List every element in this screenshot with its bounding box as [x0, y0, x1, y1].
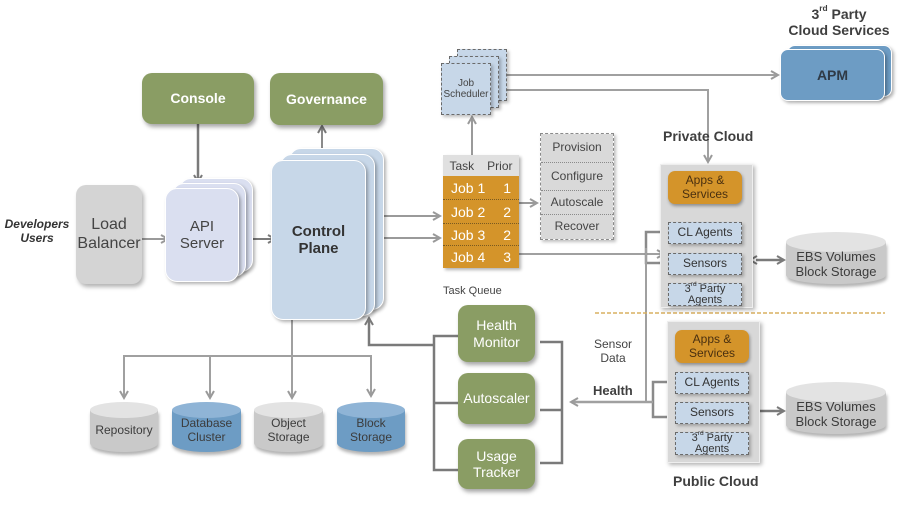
private-ebs-volumes[interactable]: EBS Volumes Block Storage [786, 232, 886, 284]
bracket-monitors-left [432, 334, 458, 472]
task-queue-row[interactable]: Job 4 3 [443, 246, 519, 268]
usage-tracker-node[interactable]: Usage Tracker [458, 439, 535, 489]
storage-repository[interactable]: Repository [90, 402, 158, 452]
task-queue: Task Prior Job 1 1 Job 2 2 Job 3 2 Job 4… [443, 155, 519, 268]
action-recover[interactable]: Recover [541, 215, 613, 239]
health-label: Health [593, 383, 633, 398]
task-queue-header: Task Prior [443, 155, 519, 176]
bracket-public-agents [651, 380, 668, 419]
job-scheduler-card-front: Job Scheduler [441, 63, 491, 115]
developers-users-label: Developers Users [4, 217, 70, 245]
edge-monitors-control [369, 318, 434, 347]
private-cloud-title: Private Cloud [663, 128, 754, 144]
public-third-party-agents[interactable]: 3rd Party Agents [675, 430, 749, 455]
job-scheduler-stack[interactable]: Job Scheduler [441, 49, 507, 117]
task-queue-row[interactable]: Job 3 2 [443, 224, 519, 246]
storage-block-storage[interactable]: Block Storage [337, 402, 405, 452]
apm-card-front: APM [780, 49, 885, 101]
task-queue-caption: Task Queue [443, 285, 502, 297]
task-queue-row[interactable]: Job 2 2 [443, 200, 519, 224]
public-sensors[interactable]: Sensors [675, 402, 749, 424]
control-plane-stack[interactable]: Control Plane [271, 148, 386, 322]
third-party-title: 3rd Party Cloud Services [788, 3, 890, 39]
load-balancer[interactable]: Load Balancer [76, 185, 142, 284]
action-configure[interactable]: Configure [541, 163, 613, 191]
storage-object-storage[interactable]: Object Storage [254, 402, 323, 452]
action-autoscale[interactable]: Autoscale [541, 191, 613, 215]
private-third-party-agents[interactable]: 3rd Party Agents [668, 281, 742, 306]
bracket-monitors-right [540, 340, 564, 465]
actions-list: Provision Configure Autoscale Recover [540, 133, 614, 240]
private-sensors[interactable]: Sensors [668, 253, 742, 275]
api-server-card-front: API Server [165, 188, 239, 282]
public-cloud-title: Public Cloud [673, 473, 759, 489]
private-cl-agents[interactable]: CL Agents [668, 222, 742, 244]
autoscaler-node[interactable]: Autoscaler [458, 373, 535, 424]
private-apps-services[interactable]: Apps & Services [668, 171, 742, 204]
governance-node[interactable]: Governance [270, 73, 383, 125]
public-cl-agents[interactable]: CL Agents [675, 372, 749, 394]
action-provision[interactable]: Provision [541, 134, 613, 163]
task-queue-row[interactable]: Job 1 1 [443, 176, 519, 200]
control-plane-card-front: Control Plane [271, 160, 366, 320]
health-monitor-node[interactable]: Health Monitor [458, 305, 535, 362]
public-ebs-volumes[interactable]: EBS Volumes Block Storage [786, 382, 886, 434]
edge-storage-bus [123, 355, 371, 396]
console-node[interactable]: Console [142, 73, 254, 124]
public-apps-services[interactable]: Apps & Services [675, 330, 749, 363]
apm-stack[interactable]: APM [780, 45, 895, 103]
api-server-stack[interactable]: API Server [165, 178, 255, 283]
storage-database-cluster[interactable]: Database Cluster [172, 402, 241, 452]
sensor-data-label: Sensor Data [593, 337, 633, 365]
